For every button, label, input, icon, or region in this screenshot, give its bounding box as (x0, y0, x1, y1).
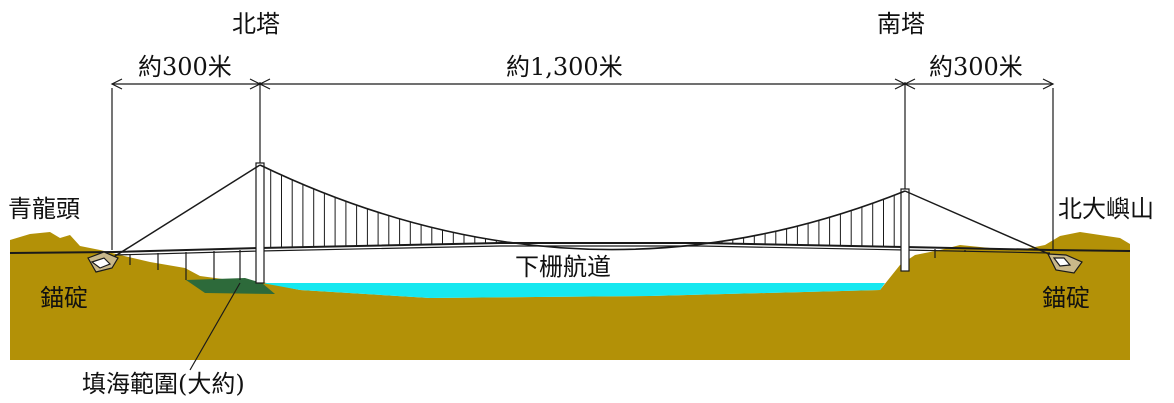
approach-piers (129, 249, 966, 280)
ground-land (10, 232, 1130, 360)
back-stay-north (111, 164, 261, 259)
dimension-lines (110, 78, 1055, 250)
anchorage-left (87, 251, 119, 273)
right-place-label: 北大嶼山 (1058, 195, 1154, 223)
reclamation-area (186, 278, 275, 294)
south-tower (900, 188, 910, 272)
left-anchorage-label: 錨碇 (40, 284, 88, 312)
main-cable (259, 164, 906, 251)
hanger-cables (270, 170, 895, 248)
north-tower-label: 北塔 (232, 10, 280, 38)
bridge-deck (9, 242, 1131, 254)
channel-label: 下栅航道 (515, 253, 611, 281)
back-stay-south (904, 190, 1059, 259)
south-side-span-label: 約300米 (929, 53, 1023, 81)
main-span-label: 約1,300米 (506, 53, 623, 81)
north-tower (255, 162, 265, 284)
harbour-water (262, 283, 885, 298)
reclamation-leader (189, 282, 241, 371)
anchorage-right (1047, 253, 1083, 274)
north-side-span-label: 約300米 (138, 53, 232, 81)
left-place-label: 青龍頭 (8, 195, 80, 223)
right-anchorage-label: 錨碇 (1042, 284, 1090, 312)
south-tower-label: 南塔 (877, 10, 925, 38)
reclamation-label: 填海範圍(大約) (82, 370, 245, 398)
bridge-deck-lower (114, 245, 1051, 256)
